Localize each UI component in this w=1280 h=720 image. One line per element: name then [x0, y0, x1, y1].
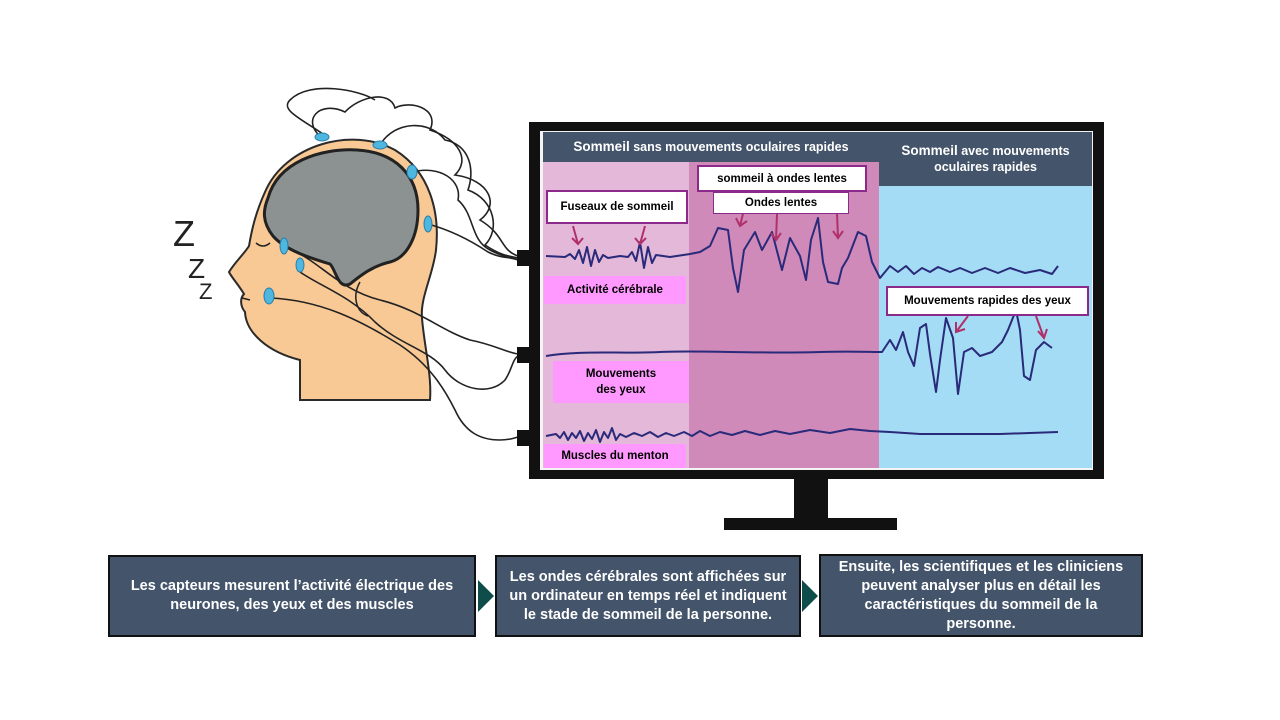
electrode-icons [263, 132, 433, 305]
brain-activity-label: Activité cérébrale [544, 276, 686, 304]
chin-muscles-label: Muscles du menton [544, 444, 686, 468]
nrem-header-text: Sommeil sans mouvements oculaires rapide… [573, 139, 848, 155]
chevron-right-icon [802, 580, 818, 612]
slow-waves-callout: Ondes lentes [713, 192, 849, 214]
z-letter: Z [188, 253, 205, 284]
rem-header-bold: Sommeil [901, 143, 958, 158]
nrem-sleep-header: Sommeil sans mouvements oculaires rapide… [543, 132, 879, 162]
nrem-header-bold: Sommeil [573, 139, 630, 154]
sleep-spindles-callout: Fuseaux de sommeil [546, 190, 688, 224]
step-display: Les ondes cérébrales sont affichées sur … [495, 555, 801, 637]
chevron-right-icon [478, 580, 494, 612]
rem-header-rest: avec mouvements oculaires rapides [934, 144, 1070, 174]
step-analysis-text: Ensuite, les scientifiques et les clinic… [838, 558, 1124, 632]
z-letter: Z [173, 213, 195, 254]
callout-arrows [571, 192, 1048, 340]
rapid-eye-movements-callout: Mouvements rapides des yeux [886, 286, 1089, 316]
slow-wave-sleep-callout: sommeil à ondes lentes [697, 165, 867, 192]
closed-eye-icon [255, 242, 271, 247]
step-sensors: Les capteurs mesurent l’activité électri… [108, 555, 476, 637]
rem-panel [879, 186, 1092, 468]
head-icon [227, 138, 438, 401]
step-sensors-text: Les capteurs mesurent l’activité électri… [130, 578, 454, 613]
step-display-text: Les ondes cérébrales sont affichées sur … [509, 568, 787, 623]
sleep-zzz-icon: Z Z Z [173, 213, 212, 304]
electrode-wires [269, 87, 519, 441]
rem-header-text: Sommeil avec mouvements oculaires rapide… [893, 143, 1078, 175]
step-analysis: Ensuite, les scientifiques et les clinic… [819, 554, 1143, 637]
eeg-traces [545, 217, 1059, 443]
eye-movements-label: Mouvements des yeux [553, 361, 689, 403]
rem-sleep-header: Sommeil avec mouvements oculaires rapide… [879, 132, 1092, 186]
nrem-header-rest: sans mouvements oculaires rapides [633, 140, 849, 154]
ear-icon [355, 281, 369, 317]
z-letter: Z [199, 279, 212, 304]
